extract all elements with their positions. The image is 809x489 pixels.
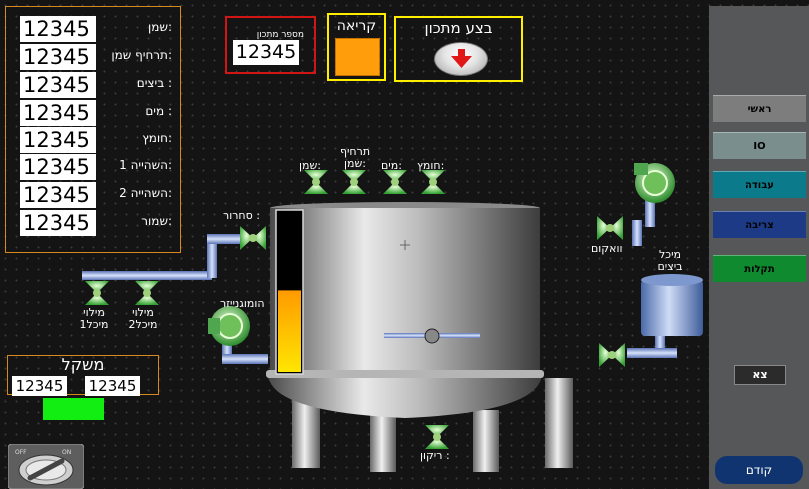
weight-value-2: 12345 bbox=[85, 376, 140, 396]
eggs-tank bbox=[641, 280, 703, 336]
tank-leg bbox=[370, 410, 396, 472]
valve-vinegar[interactable] bbox=[421, 170, 445, 194]
ingredient-row-delay2: 12345 השהייה 2: bbox=[16, 182, 178, 208]
ingredient-row-vinegar: 12345 חומץ: bbox=[16, 127, 178, 153]
dial-on-text: ON bbox=[62, 449, 71, 456]
valve-drain[interactable] bbox=[425, 425, 449, 449]
water-label: מים : bbox=[145, 104, 172, 118]
reserved-value[interactable]: 12345 bbox=[20, 210, 96, 236]
vinegar-label: חומץ: bbox=[142, 131, 172, 145]
oil-suspension-valve-label: תרחיף שמן: bbox=[339, 145, 371, 170]
recipe-number-input[interactable]: 12345 bbox=[233, 40, 299, 65]
water-value[interactable]: 12345 bbox=[20, 100, 96, 126]
eggs-tank-top bbox=[641, 274, 703, 286]
tank-leg bbox=[473, 410, 499, 472]
eggs-tank-label: מיכל ביצים bbox=[657, 248, 683, 273]
delay2-label: השהייה 2: bbox=[119, 186, 172, 200]
ingredient-row-reserved: 12345 שמור: bbox=[16, 210, 178, 236]
valve-vacuum[interactable] bbox=[597, 216, 623, 240]
execute-recipe-label: בצע מתכון bbox=[424, 19, 493, 37]
homogenizer-pipe-bottom bbox=[222, 354, 268, 364]
read-button[interactable] bbox=[335, 38, 380, 76]
weight-value-1: 12345 bbox=[12, 376, 67, 396]
valve-circulation[interactable] bbox=[240, 226, 266, 250]
homogenizer-pump[interactable] bbox=[208, 306, 250, 346]
weight-status-indicator bbox=[43, 398, 104, 420]
tank-bottom bbox=[268, 373, 542, 418]
exit-button[interactable]: צא bbox=[734, 365, 786, 385]
valve-oil-suspension[interactable] bbox=[342, 170, 366, 194]
weight-title: משקל bbox=[61, 355, 105, 374]
ingredient-row-oil-suspension: 12345 תרחיף שמן: bbox=[16, 44, 178, 70]
vinegar-valve-label: חומץ: bbox=[417, 159, 445, 172]
circulation-label: סחרור : bbox=[223, 209, 260, 222]
delay2-value[interactable]: 12345 bbox=[20, 182, 96, 208]
eggs-pipe-horizontal bbox=[627, 348, 677, 358]
off-on-dial-switch[interactable]: OFF ON bbox=[8, 444, 84, 489]
oil-label: שמן: bbox=[148, 20, 172, 34]
oil-value[interactable]: 12345 bbox=[20, 16, 96, 42]
oil-valve-label: שמן: bbox=[299, 159, 321, 172]
delay1-value[interactable]: 12345 bbox=[20, 154, 96, 180]
ingredient-row-delay1: 12345 השהייה 1: bbox=[16, 154, 178, 180]
tank-rim bbox=[266, 370, 544, 378]
valve-eggs[interactable] bbox=[599, 343, 625, 367]
fill-tank1-label: מילוי מיכל1 bbox=[79, 306, 109, 331]
circulation-pipe-vertical bbox=[207, 238, 217, 278]
fill-tank2-label: מילוי מיכל2 bbox=[128, 306, 158, 331]
dial-off-text: OFF bbox=[15, 449, 27, 456]
vacuum-pipe bbox=[632, 220, 642, 246]
nav-io-button[interactable]: IO bbox=[713, 132, 806, 159]
vacuum-pump[interactable] bbox=[634, 163, 675, 203]
drain-label: ריקון : bbox=[420, 449, 450, 462]
nav-main-button[interactable]: ראשי bbox=[713, 95, 806, 122]
tank-leg bbox=[545, 378, 573, 468]
ingredient-row-water: 12345 מים : bbox=[16, 100, 178, 126]
vacuum-label: וואקום bbox=[591, 242, 623, 255]
nav-work-button[interactable]: עבודה bbox=[713, 171, 806, 198]
fill-pipe-horizontal bbox=[82, 271, 212, 280]
valve-water[interactable] bbox=[383, 170, 407, 194]
water-valve-label: מים: bbox=[381, 159, 402, 172]
execute-recipe-button[interactable] bbox=[434, 42, 488, 76]
ingredient-row-oil: 12345 שמן: bbox=[16, 16, 178, 42]
recipe-number-label: מספר מתכון bbox=[256, 30, 304, 40]
valve-fill-tank1[interactable] bbox=[85, 281, 109, 305]
ingredient-row-eggs: 12345 ביצים : bbox=[16, 72, 178, 98]
reserved-label: שמור: bbox=[141, 214, 172, 228]
vacuum-pipe-upper bbox=[645, 195, 655, 227]
oil-suspension-value[interactable]: 12345 bbox=[20, 44, 96, 70]
valve-fill-tank2[interactable] bbox=[135, 281, 159, 305]
read-box: קריאה bbox=[327, 13, 386, 81]
eggs-label: ביצים : bbox=[136, 76, 172, 90]
mixing-tank bbox=[270, 208, 540, 373]
arrow-down-icon bbox=[451, 49, 472, 68]
agitator-hub bbox=[424, 328, 440, 344]
circulation-pipe-top bbox=[207, 234, 241, 244]
recipe-number-box: מספר מתכון 12345 bbox=[225, 16, 316, 74]
weight-box: משקל 12345 12345 bbox=[7, 355, 159, 396]
eggs-value[interactable]: 12345 bbox=[20, 72, 96, 98]
ingredients-panel: 12345 שמן: 12345 תרחיף שמן: 12345 ביצים … bbox=[5, 6, 181, 253]
level-fill bbox=[278, 290, 301, 372]
vinegar-value[interactable]: 12345 bbox=[20, 127, 96, 153]
nav-baking-button[interactable]: צריבה bbox=[713, 211, 806, 238]
navigation-panel: ראשי IO עבודה צריבה תקלות צא קודם bbox=[709, 6, 809, 489]
execute-recipe-box: בצע מתכון bbox=[394, 16, 523, 82]
back-button[interactable]: קודם bbox=[715, 456, 803, 484]
oil-suspension-label: תרחיף שמן: bbox=[111, 48, 172, 62]
read-label: קריאה bbox=[336, 18, 377, 34]
homogenizer-label: הומוגנייזר bbox=[220, 297, 265, 310]
nav-faults-button[interactable]: תקלות bbox=[713, 255, 806, 282]
eggs-pipe-vertical bbox=[655, 330, 665, 356]
delay1-label: השהייה 1: bbox=[119, 158, 172, 172]
valve-oil[interactable] bbox=[304, 170, 328, 194]
